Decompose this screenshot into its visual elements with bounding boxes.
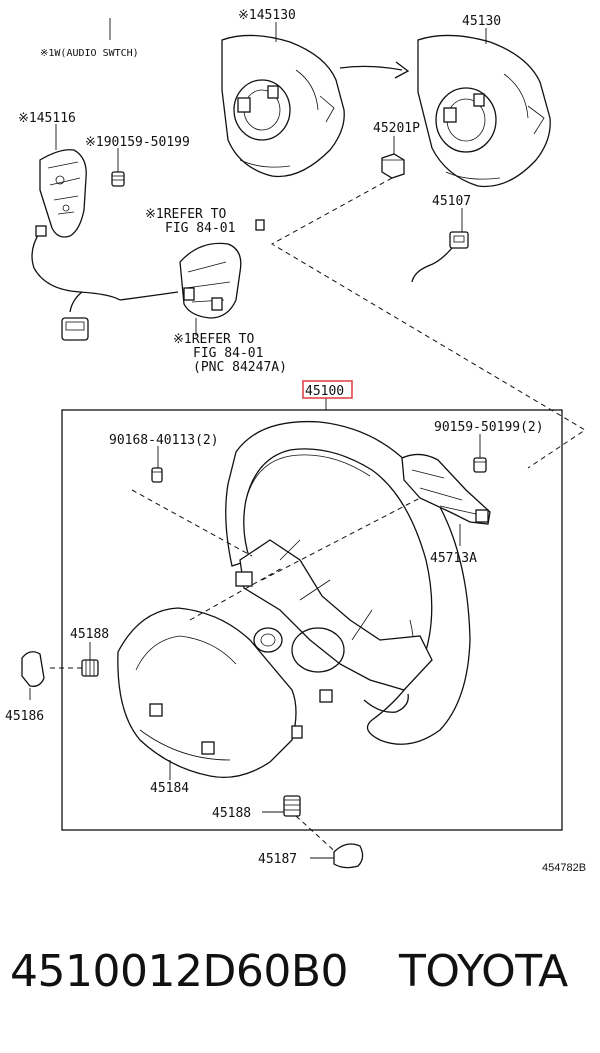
dash-line-3: [261, 497, 421, 581]
label-screw-right: 90159-50199(2): [434, 420, 544, 435]
label-cap-bottom: 45187: [258, 852, 297, 867]
label-audio-switch: ※1W(AUDIO SWTCH): [40, 48, 139, 59]
label-refer-bottom: ※1REFER TO: [173, 332, 255, 347]
label-screw-cover: 45188: [70, 627, 109, 642]
brand-name: TOYOTA: [399, 946, 568, 997]
label-switch-left: ※145116: [18, 111, 76, 126]
label-pad: 45130: [462, 14, 501, 29]
label-cap-left: 45186: [5, 709, 44, 724]
label-fig-bottom: FIG 84-01: [193, 346, 263, 361]
screw-right-top: [473, 457, 487, 473]
dash-line-2: [131, 489, 253, 557]
part-number: 4510012D60B0: [10, 946, 349, 997]
dash-line-1: [270, 177, 586, 469]
label-wheel-assy: 45100: [305, 384, 344, 399]
dash-line-6: [295, 815, 341, 857]
audio-switch-part: [31, 149, 179, 341]
label-screw-left: 90168-40113(2): [109, 433, 219, 448]
label-cover-lower: 45184: [150, 781, 189, 796]
nut-part: [381, 153, 405, 179]
label-diagram-id: 454782B: [542, 862, 586, 874]
cap-bottom-part: [333, 843, 364, 869]
cap-left-part: [21, 651, 45, 687]
screw-cover-left: [81, 659, 99, 677]
label-screw-cover-2: 45188: [212, 806, 251, 821]
label-pnc: (PNC 84247A): [193, 360, 287, 375]
horn-pad-left-part: [221, 34, 345, 178]
label-bracket: 45713A: [430, 551, 477, 566]
screw-left-top: [151, 467, 163, 483]
lower-cover-part: [117, 607, 303, 779]
highlight-box: [302, 380, 353, 399]
label-connector: 45107: [432, 194, 471, 209]
bracket-part: [401, 453, 491, 525]
connector-part: [411, 231, 469, 283]
steering-switch-part: [179, 219, 265, 319]
label-fig-top: FIG 84-01: [165, 221, 235, 236]
footer: 4510012D60B0 TOYOTA: [0, 940, 600, 1010]
label-pad-marked: ※145130: [238, 8, 296, 23]
bolt-top-part: [111, 171, 125, 187]
arrow: [339, 61, 410, 79]
screw-cover-bottom: [283, 795, 301, 817]
horn-pad-right-part: [417, 34, 551, 188]
label-nut: 45201P: [373, 121, 420, 136]
label-refer-top: ※1REFER TO: [145, 207, 227, 222]
label-bolt-top: ※190159-50199: [85, 135, 190, 150]
